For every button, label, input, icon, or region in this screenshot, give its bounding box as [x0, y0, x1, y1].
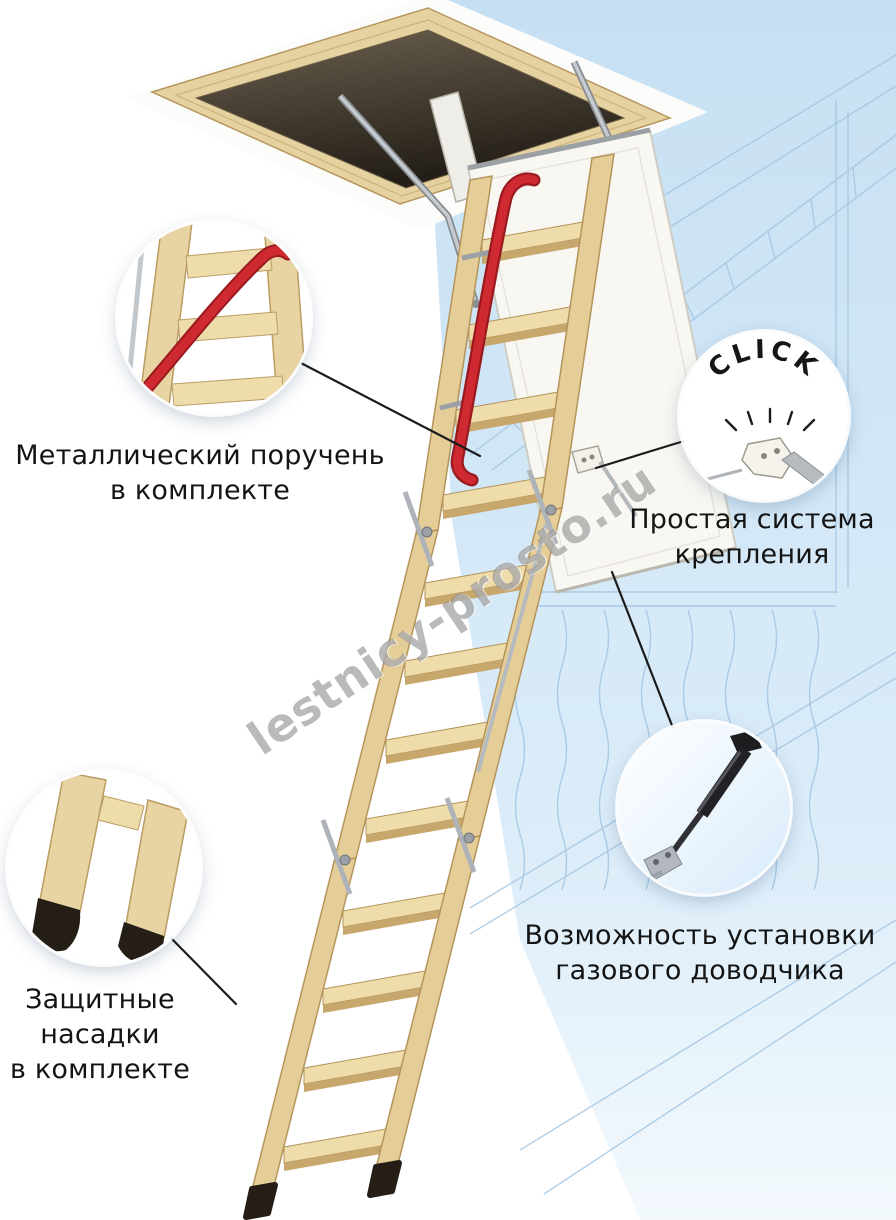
inset-gas-strut-photo [618, 722, 790, 894]
ladder-step-fronts-top [443, 238, 583, 519]
ladder-step-fronts-bottom [284, 909, 445, 1171]
connector-handrail [297, 360, 482, 458]
ladder-steps-top [442, 221, 584, 512]
protective-feet-caps [243, 1160, 402, 1220]
label-fastening: Простая система крепления [608, 502, 896, 572]
ladder-step-fronts-middle [366, 581, 527, 843]
gas-strut-cylinder [696, 746, 752, 818]
label-caps-line3: в комплекте [9, 1054, 191, 1086]
connector-fastening [594, 439, 686, 470]
ladder-hinges [320, 469, 559, 895]
metal-handrail-red [439, 172, 541, 487]
label-handrail: Металлический поручень в комплекте [8, 438, 392, 508]
inset-gas-svg [618, 722, 790, 894]
inset-handrail-photo [118, 222, 310, 414]
label-gas-line2: газового доводчика [555, 955, 845, 987]
ladder-rails-top [415, 153, 615, 535]
label-gas-closer: Возможность установки газового доводчика [508, 918, 892, 988]
cap-left [32, 898, 81, 952]
label-handrail-line2: в комплекте [109, 475, 291, 507]
inset-handrail-svg [118, 222, 310, 414]
click-emphasis-marks [724, 407, 816, 432]
label-gas-line1: Возможность установки [524, 920, 876, 951]
label-protective-caps: Защитные насадки в комплекте [0, 982, 200, 1087]
label-caps-line1: Защитные [25, 984, 175, 1015]
mount-plate [741, 437, 795, 479]
connector-gas [610, 570, 675, 730]
label-fastening-line2: крепления [674, 539, 830, 571]
inset-fastening-photo: CLICK [680, 332, 848, 500]
label-caps-line2: насадки [40, 1019, 160, 1051]
inset-feet-caps-photo [8, 772, 200, 964]
label-handrail-line1: Металлический поручень [15, 440, 385, 471]
inset-caps-svg [8, 772, 200, 964]
inset-fastening-svg: CLICK [680, 332, 848, 500]
label-fastening-line1: Простая система [629, 504, 875, 535]
callout-connector-lines [168, 360, 686, 1006]
connector-caps [168, 935, 238, 1006]
ladder [243, 153, 615, 1220]
